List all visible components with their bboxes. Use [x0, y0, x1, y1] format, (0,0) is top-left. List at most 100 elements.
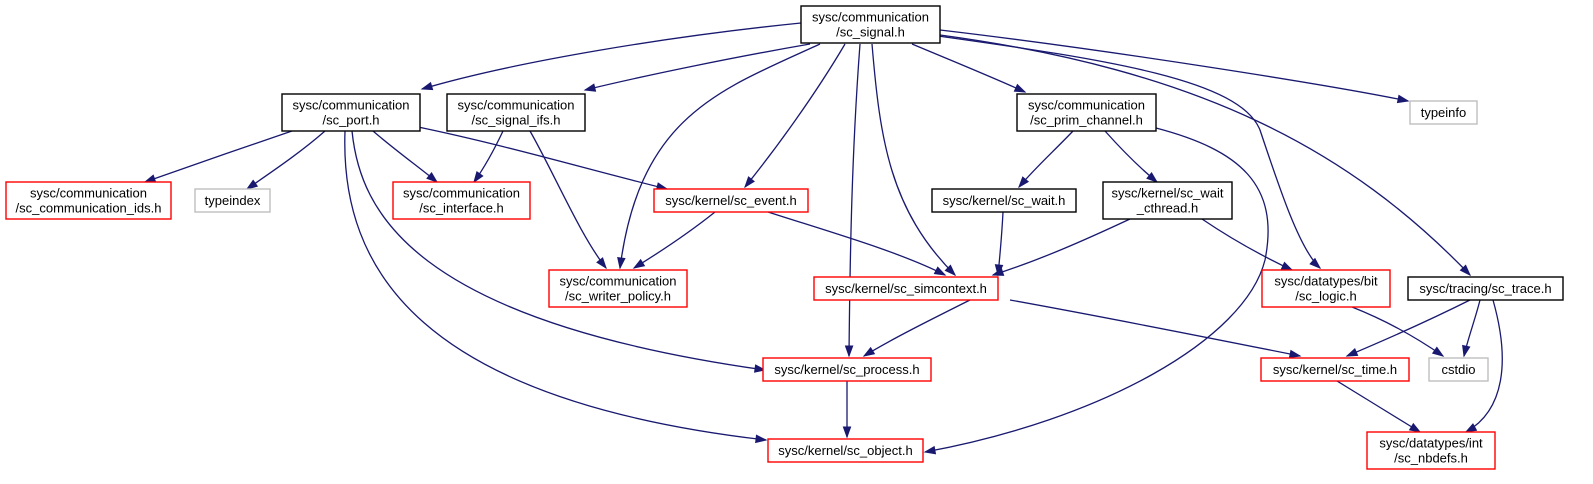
- node-sc-communication-ids[interactable]: sysc/communication/sc_communication_ids.…: [5, 181, 172, 220]
- node-cstdio[interactable]: cstdio: [1428, 357, 1489, 382]
- arrowhead: [744, 176, 755, 189]
- edge-line: [1009, 299, 1301, 357]
- node-label: /sc_logic.h: [1295, 289, 1356, 304]
- node-label: /sc_port.h: [322, 113, 379, 128]
- edge-sc_prim_channel-to-sc_wait_cthread: [1104, 130, 1159, 183]
- arrowhead: [1018, 176, 1030, 189]
- arrowhead: [1464, 423, 1478, 433]
- node-label: sysc/kernel/sc_process.h: [774, 362, 919, 377]
- node-label: /sc_nbdefs.h: [1394, 451, 1468, 466]
- node-sc-wait[interactable]: sysc/kernel/sc_wait.h: [931, 188, 1077, 213]
- arrowhead: [420, 81, 434, 91]
- edge-line: [744, 43, 846, 188]
- node-box: [281, 93, 421, 132]
- arrowhead: [1345, 347, 1359, 357]
- node-sc-writer-policy[interactable]: sysc/communication/sc_writer_policy.h: [548, 269, 688, 308]
- edge-sc_process-to-sc_object: [842, 381, 852, 439]
- node-box: [1428, 357, 1489, 382]
- node-label: sysc/communication: [403, 186, 520, 201]
- node-box: [548, 269, 688, 308]
- node-sc-logic[interactable]: sysc/datatypes/bit/sc_logic.h: [1261, 269, 1391, 308]
- arrowhead: [596, 257, 607, 270]
- node-sc-event[interactable]: sysc/kernel/sc_event.h: [653, 188, 809, 213]
- node-box: [767, 438, 924, 463]
- node-sc-interface[interactable]: sysc/communication/sc_interface.h: [392, 181, 531, 220]
- node-typeindex[interactable]: typeindex: [194, 188, 271, 213]
- node-box: [392, 181, 531, 220]
- arrowhead: [944, 264, 957, 277]
- node-box: [1102, 181, 1233, 220]
- edge-line: [584, 43, 811, 91]
- node-sc-signal[interactable]: sysc/communication/sc_signal.h: [800, 5, 941, 44]
- node-box: [194, 188, 271, 213]
- node-box: [1407, 276, 1564, 301]
- edge-sc_signal-to-sc_event: [744, 43, 846, 189]
- arrowhead: [617, 257, 626, 270]
- edge-line: [619, 43, 821, 269]
- edge-line: [767, 211, 946, 276]
- edge-line: [344, 130, 767, 441]
- arrowhead: [1459, 264, 1472, 277]
- node-label: /sc_communication_ids.h: [16, 201, 162, 216]
- edge-sc_trace-to-cstdio: [1462, 299, 1481, 358]
- node-label: sysc/kernel/sc_wait.h: [943, 193, 1066, 208]
- edge-sc_prim_channel-to-sc_object: [923, 127, 1269, 455]
- edge-line: [939, 29, 1409, 102]
- node-box: [1409, 100, 1478, 125]
- arrowhead: [245, 179, 259, 190]
- arrowhead: [842, 426, 852, 439]
- edge-line: [529, 130, 607, 269]
- node-box: [446, 93, 586, 132]
- arrowhead: [933, 266, 947, 276]
- edges-layer: [143, 22, 1503, 455]
- node-box: [800, 5, 941, 44]
- edge-line: [1104, 130, 1158, 183]
- edge-line: [372, 130, 438, 183]
- node-sc-port[interactable]: sysc/communication/sc_port.h: [281, 93, 421, 132]
- node-sc-simcontext[interactable]: sysc/kernel/sc_simcontext.h: [813, 276, 999, 301]
- node-label: sysc/datatypes/bit: [1274, 274, 1378, 289]
- arrowhead: [991, 267, 1005, 276]
- node-sc-nbdefs[interactable]: sysc/datatypes/int/sc_nbdefs.h: [1366, 431, 1496, 470]
- arrowhead: [1408, 422, 1422, 433]
- node-label: sysc/communication: [559, 274, 676, 289]
- nodes-layer: sysc/communication/sc_signal.hsysc/commu…: [5, 5, 1564, 470]
- edge-sc_trace-to-sc_nbdefs: [1464, 299, 1503, 433]
- arrowhead: [1462, 344, 1471, 358]
- edge-sc_signal-to-sc_port: [420, 22, 802, 91]
- edge-sc_simcontext-to-sc_process: [862, 299, 971, 357]
- node-label: sysc/communication: [30, 186, 147, 201]
- arrowhead: [923, 445, 937, 455]
- node-sc-prim-channel[interactable]: sysc/communication/sc_prim_channel.h: [1016, 93, 1157, 132]
- edge-sc_signal-to-typeinfo: [939, 29, 1410, 104]
- edge-line: [1018, 130, 1074, 188]
- node-sc-object[interactable]: sysc/kernel/sc_object.h: [767, 438, 924, 463]
- edge-sc_signal-to-sc_writer_policy: [617, 43, 821, 270]
- edge-line: [1201, 218, 1293, 271]
- node-sc-wait-cthread[interactable]: sysc/kernel/sc_wait_cthread.h: [1102, 181, 1233, 220]
- node-box: [762, 357, 932, 382]
- node-box: [5, 181, 172, 220]
- edge-line: [848, 43, 861, 357]
- node-typeinfo[interactable]: typeinfo: [1409, 100, 1478, 125]
- node-label: cstdio: [1442, 362, 1476, 377]
- edge-line: [924, 127, 1269, 453]
- node-label: sysc/communication: [292, 98, 409, 113]
- node-box: [653, 188, 809, 213]
- arrowhead: [1396, 94, 1410, 104]
- edge-sc_signal-to-sc_prim_channel: [911, 43, 1027, 93]
- node-sc-time[interactable]: sysc/kernel/sc_time.h: [1260, 357, 1410, 382]
- edge-sc_signal_ifs-to-sc_writer_policy: [529, 130, 607, 270]
- node-label: sysc/communication: [812, 10, 929, 25]
- node-sc-signal-ifs[interactable]: sysc/communication/sc_signal_ifs.h: [446, 93, 586, 132]
- edge-sc_prim_channel-to-sc_wait: [1018, 130, 1074, 189]
- node-label: /sc_prim_channel.h: [1030, 113, 1143, 128]
- edge-line: [417, 126, 668, 190]
- edge-line: [1336, 380, 1421, 433]
- node-label: sysc/kernel/sc_event.h: [665, 193, 797, 208]
- node-label: sysc/communication: [1028, 98, 1145, 113]
- node-sc-trace[interactable]: sysc/tracing/sc_trace.h: [1407, 276, 1564, 301]
- node-sc-process[interactable]: sysc/kernel/sc_process.h: [762, 357, 932, 382]
- arrowhead: [473, 170, 484, 184]
